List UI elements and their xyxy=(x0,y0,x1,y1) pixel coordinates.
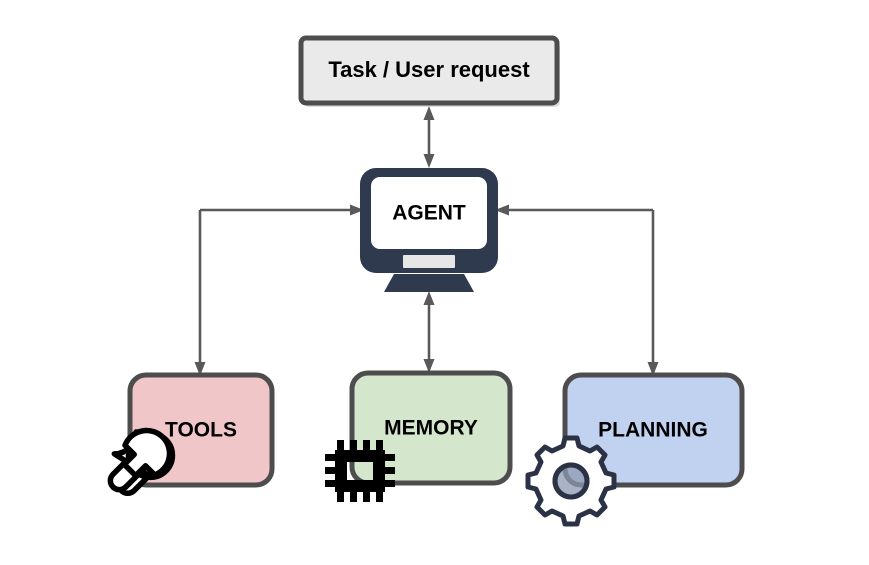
gear-icon xyxy=(525,435,617,527)
connector-agent-memory xyxy=(423,291,435,373)
memory-label: MEMORY xyxy=(384,417,478,440)
connector-agent-tools xyxy=(194,204,364,376)
planning-box xyxy=(562,372,745,488)
agent-monitor-stand xyxy=(384,274,474,292)
agent-label: AGENT xyxy=(392,202,466,225)
planning-label: PLANNING xyxy=(598,419,708,442)
connector-agent-planning xyxy=(495,204,659,376)
node-planning[interactable]: PLANNING xyxy=(525,372,745,527)
node-tools[interactable]: TOOLS xyxy=(97,372,275,503)
cpu-chip-icon xyxy=(325,440,395,502)
node-agent[interactable]: AGENT xyxy=(360,168,498,292)
connector-task-agent xyxy=(423,106,435,168)
tools-label: TOOLS xyxy=(165,419,237,442)
agent-monitor-indicator xyxy=(403,255,455,268)
task-box xyxy=(298,35,560,106)
wrench-icon-body xyxy=(107,427,173,493)
node-task[interactable]: Task / User request xyxy=(298,35,560,107)
agent-monitor-screen xyxy=(371,177,487,249)
task-label: Task / User request xyxy=(328,57,530,82)
node-memory[interactable]: MEMORY xyxy=(325,370,513,502)
